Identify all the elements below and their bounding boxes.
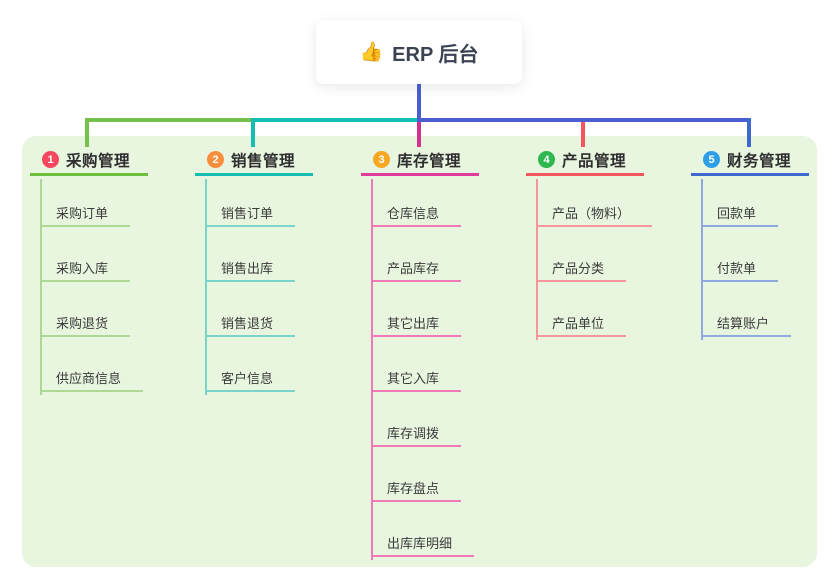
mindmap-root-node[interactable]: 👍 ERP 后台 <box>316 20 522 84</box>
branch-header-sales[interactable]: 2 销售管理 <box>195 146 313 176</box>
mindmap-child-node[interactable]: 结算账户 <box>701 311 792 337</box>
branch-connector-sales <box>251 118 255 147</box>
branch-finance: 5 财务管理 回款单付款单结算账户 <box>691 146 809 340</box>
branch-procurement: 1 采购管理 采购订单采购入库采购退货供应商信息 <box>30 146 148 395</box>
badge-1: 1 <box>42 151 59 168</box>
mindmap-child-node[interactable]: 库存调拨 <box>371 421 462 447</box>
branch-label: 采购管理 <box>66 152 131 170</box>
branch-header-procurement[interactable]: 1 采购管理 <box>30 146 148 176</box>
branch-label: 库存管理 <box>397 152 462 170</box>
branch-product: 4 产品管理 产品（物料） 产品分类产品单位 <box>526 146 653 340</box>
badge-2: 2 <box>207 151 224 168</box>
branch-spine <box>371 179 373 560</box>
mindmap-child-node[interactable]: 产品（物料） <box>536 201 653 227</box>
root-node-title: ERP 后台 <box>392 43 479 66</box>
branch-header-finance[interactable]: 5 财务管理 <box>691 146 809 176</box>
branch-connector-inventory <box>417 122 421 147</box>
branch-label: 销售管理 <box>231 152 296 170</box>
mindmap-child-node[interactable]: 出库库明细 <box>371 531 475 557</box>
branch-spine <box>205 179 207 395</box>
mindmap-child-node[interactable]: 销售出库 <box>205 256 296 282</box>
mindmap-child-node[interactable]: 采购订单 <box>40 201 131 227</box>
mindmap-child-node[interactable]: 付款单 <box>701 256 779 282</box>
badge-3: 3 <box>373 151 390 168</box>
branch-spine <box>701 179 703 340</box>
branch-spine <box>536 179 538 340</box>
mindmap-child-node[interactable]: 库存盘点 <box>371 476 462 502</box>
mindmap-child-node[interactable]: 供应商信息 <box>40 366 144 392</box>
mindmap-child-node[interactable]: 产品分类 <box>536 256 627 282</box>
mindmap-child-node[interactable]: 仓库信息 <box>371 201 462 227</box>
branches-background-panel <box>22 136 817 567</box>
badge-5: 5 <box>703 151 720 168</box>
mindmap-child-node[interactable]: 客户信息 <box>205 366 296 392</box>
mindmap-child-node[interactable]: 销售退货 <box>205 311 296 337</box>
branch-header-product[interactable]: 4 产品管理 <box>526 146 644 176</box>
branch-inventory: 3 库存管理 仓库信息产品库存其它出库其它入库库存调拨库存盘点出库库明细 <box>361 146 479 560</box>
branch-label: 财务管理 <box>727 152 792 170</box>
branch-header-inventory[interactable]: 3 库存管理 <box>361 146 479 176</box>
mindmap-child-node[interactable]: 回款单 <box>701 201 779 227</box>
mindmap-child-node[interactable]: 采购退货 <box>40 311 131 337</box>
mindmap-child-node[interactable]: 销售订单 <box>205 201 296 227</box>
branch-connector-product <box>581 122 585 147</box>
branch-connector-finance <box>747 118 751 147</box>
branch-label: 产品管理 <box>562 152 627 170</box>
mindmap-child-node[interactable]: 采购入库 <box>40 256 131 282</box>
mindmap-child-node[interactable]: 其它出库 <box>371 311 462 337</box>
connector-segment-left <box>85 118 253 122</box>
connector-segment-center <box>253 118 417 122</box>
branch-spine <box>40 179 42 395</box>
root-connector-line <box>417 84 421 120</box>
thumbs-up-icon: 👍 <box>359 41 384 63</box>
mindmap-child-node[interactable]: 产品库存 <box>371 256 462 282</box>
badge-4: 4 <box>538 151 555 168</box>
branch-connector-procurement <box>85 118 89 147</box>
mindmap-child-node[interactable]: 产品单位 <box>536 311 627 337</box>
mindmap-child-node[interactable]: 其它入库 <box>371 366 462 392</box>
connector-segment-right <box>417 118 751 122</box>
branch-sales: 2 销售管理 销售订单销售出库销售退货客户信息 <box>195 146 313 395</box>
